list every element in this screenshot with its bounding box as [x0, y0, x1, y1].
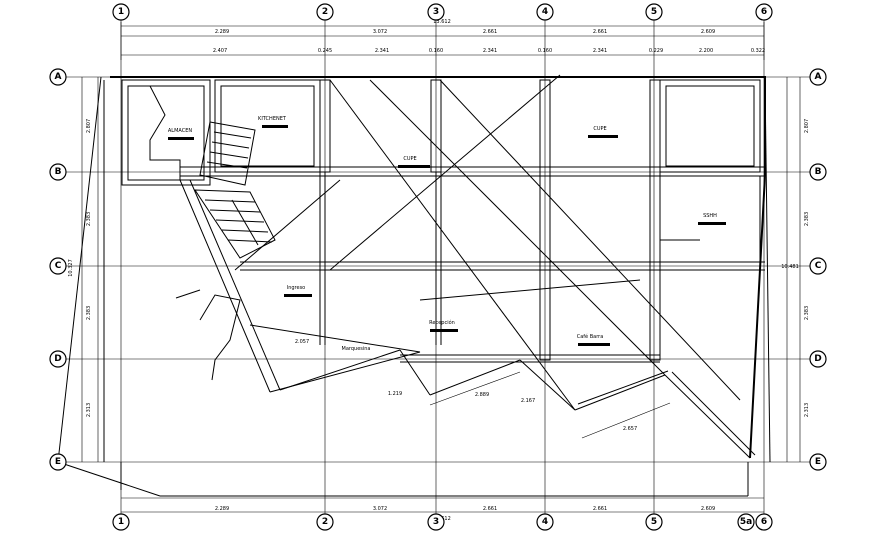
dim-bottom-3: 2.661 — [483, 506, 497, 512]
room-sshh: SSHH — [703, 213, 717, 219]
room-cupe-1: CUPE — [403, 156, 416, 162]
dim-left-total: 10.327 — [68, 259, 74, 277]
dim-top-5: 2.609 — [701, 29, 715, 35]
dim-bottom-1: 2.289 — [215, 506, 229, 512]
grid-col-6-bottom: 6 — [761, 517, 767, 527]
grid-col-1-bottom: 1 — [118, 517, 124, 527]
building-outline — [57, 76, 771, 497]
dim-right-1: 2.807 — [804, 119, 810, 133]
grid-row-b-right: B — [815, 167, 822, 177]
stair — [194, 121, 276, 259]
dim-top2-3: 2.341 — [375, 48, 389, 54]
grid-row-c-right: C — [815, 261, 822, 271]
dim-top2-6: 0.160 — [538, 48, 552, 54]
room-recepcion-tag — [430, 329, 458, 332]
grid-row-e-left: E — [55, 457, 61, 467]
dim-top2-5: 2.341 — [483, 48, 497, 54]
room-ingreso: Ingreso — [287, 285, 306, 291]
grid-col-6-top: 6 — [761, 7, 767, 17]
side-dimensions: 2.807 2.383 10.327 2.383 2.313 2.807 2.3… — [68, 77, 810, 462]
dim-interior-2: 1.219 — [388, 391, 402, 397]
grid-col-3-top: 3 — [433, 7, 439, 17]
dim-bottom-2: 3.072 — [373, 506, 387, 512]
dim-top2-10: 0.322 — [751, 48, 765, 54]
room-recepcion: Recepción — [429, 319, 455, 326]
dim-top-2: 3.072 — [373, 29, 387, 35]
service-rooms — [121, 79, 761, 262]
interior-walls — [180, 79, 765, 363]
dim-top2-1: 2.407 — [213, 48, 227, 54]
room-ingreso-tag — [284, 294, 312, 297]
room-cupe-2-tag — [588, 135, 618, 138]
dim-interior-3: 2.889 — [475, 392, 489, 398]
dim-left-3: 2.383 — [86, 306, 92, 320]
diagonal-facade — [175, 74, 756, 459]
grid-bubbles-top: 1 2 3 4 5 6 — [112, 3, 773, 21]
dim-top-total: 13.612 — [433, 19, 451, 25]
dim-top-4: 2.661 — [593, 29, 607, 35]
grid-bubbles-right: A B C D E — [809, 68, 827, 471]
room-almacen-tag — [168, 137, 194, 140]
room-sshh-tag — [698, 222, 726, 225]
dim-interior-5: 2.657 — [623, 426, 637, 432]
grid-row-a-right: A — [815, 72, 822, 82]
grid-row-d-right: D — [814, 354, 821, 364]
dim-left-4: 2.313 — [86, 403, 92, 417]
room-cupe-2: CUPE — [593, 126, 606, 132]
grid-row-e-right: E — [815, 457, 821, 467]
dim-right-total: 10.481 — [781, 264, 799, 270]
grid-col-3-bottom: 3 — [433, 517, 439, 527]
grid-bubbles-bottom: 1 2 3 4 5 5a 6 — [112, 513, 773, 531]
grid-row-c-left: C — [55, 261, 62, 271]
room-kitchenet: KITCHENET — [258, 116, 287, 122]
room-labels: ALMACEN KITCHENET CUPE CUPE SSHH Ingreso… — [168, 116, 726, 352]
grid-col-5-bottom: 5 — [651, 517, 657, 527]
room-cafe-barra-tag — [578, 343, 610, 346]
dim-top2-8: 0.229 — [649, 48, 663, 54]
dim-bottom-5: 2.609 — [701, 506, 715, 512]
dim-right-2: 2.383 — [804, 212, 810, 226]
grid-row-a-left: A — [55, 72, 62, 82]
dim-top2-4: 0.160 — [429, 48, 443, 54]
dim-top2-7: 2.341 — [593, 48, 607, 54]
dim-left-2: 2.383 — [86, 212, 92, 226]
grid-col-4-bottom: 4 — [542, 517, 548, 527]
grid-col-5a-bottom: 5a — [740, 517, 752, 527]
dim-top2-9: 2.200 — [699, 48, 713, 54]
grid-col-2-top: 2 — [322, 7, 328, 17]
interior-dimensions: 2.057 1.219 2.889 2.167 2.657 — [295, 339, 671, 439]
dim-interior-1: 2.057 — [295, 339, 309, 345]
dim-left-1: 2.807 — [86, 119, 92, 133]
dim-top-1: 2.289 — [215, 29, 229, 35]
room-almacen: ALMACEN — [168, 128, 193, 134]
grid-col-1-top: 1 — [118, 7, 124, 17]
room-kitchenet-tag — [262, 125, 288, 128]
room-cafe-barra: Café Barra — [577, 333, 604, 340]
dim-interior-4: 2.167 — [521, 398, 535, 404]
grid-row-b-left: B — [55, 167, 62, 177]
dim-top-3: 2.661 — [483, 29, 497, 35]
grid-col-2-bottom: 2 — [322, 517, 328, 527]
dim-right-3: 2.383 — [804, 306, 810, 320]
room-marquesina: Marquesina — [342, 346, 371, 352]
room-cupe-1-tag — [398, 165, 430, 168]
top-dimensions: 13.612 2.289 3.072 2.661 2.661 2.609 2.4… — [120, 19, 765, 60]
grid-col-5-top: 5 — [651, 7, 657, 17]
grid-bubbles-left: A B C D E — [49, 68, 67, 471]
dim-right-4: 2.313 — [804, 403, 810, 417]
dim-top2-2: 0.245 — [318, 48, 332, 54]
grid-row-d-left: D — [54, 354, 61, 364]
dim-bottom-4: 2.661 — [593, 506, 607, 512]
grid-col-4-top: 4 — [542, 7, 548, 17]
